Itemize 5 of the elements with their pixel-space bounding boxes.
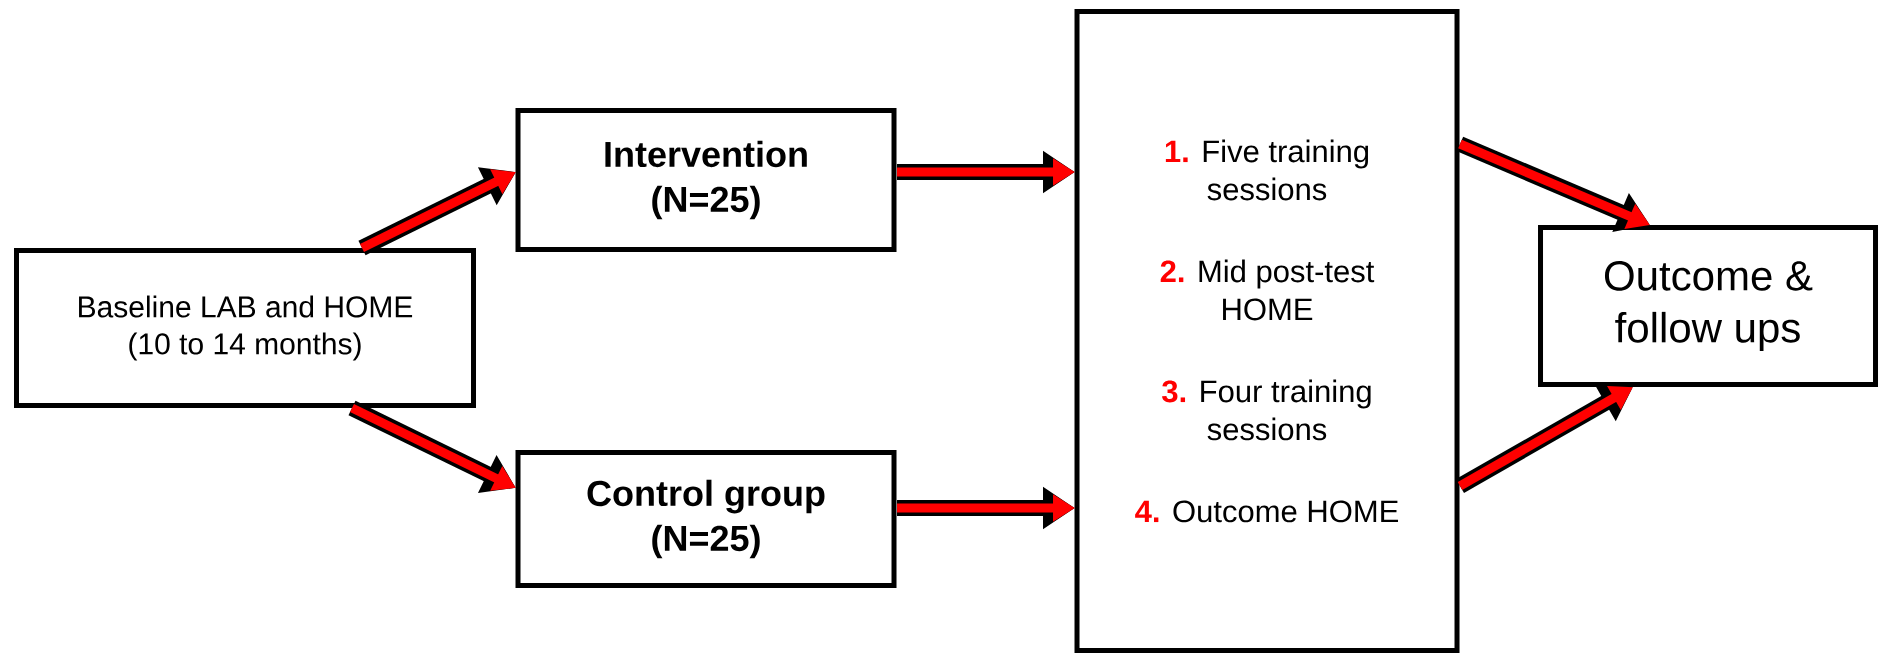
process-box: Outcome & follow ups bbox=[1538, 225, 1878, 387]
process-box: Control group (N=25) bbox=[515, 450, 897, 588]
process-box: Baseline LAB and HOME (10 to 14 months) bbox=[14, 248, 476, 408]
process-box: Intervention (N=25) bbox=[515, 108, 897, 252]
steps-box: 1. Five training sessions 2. Mid post-test HOME 3. Four training sessions 4. Outcome HOME bbox=[1074, 9, 1460, 653]
